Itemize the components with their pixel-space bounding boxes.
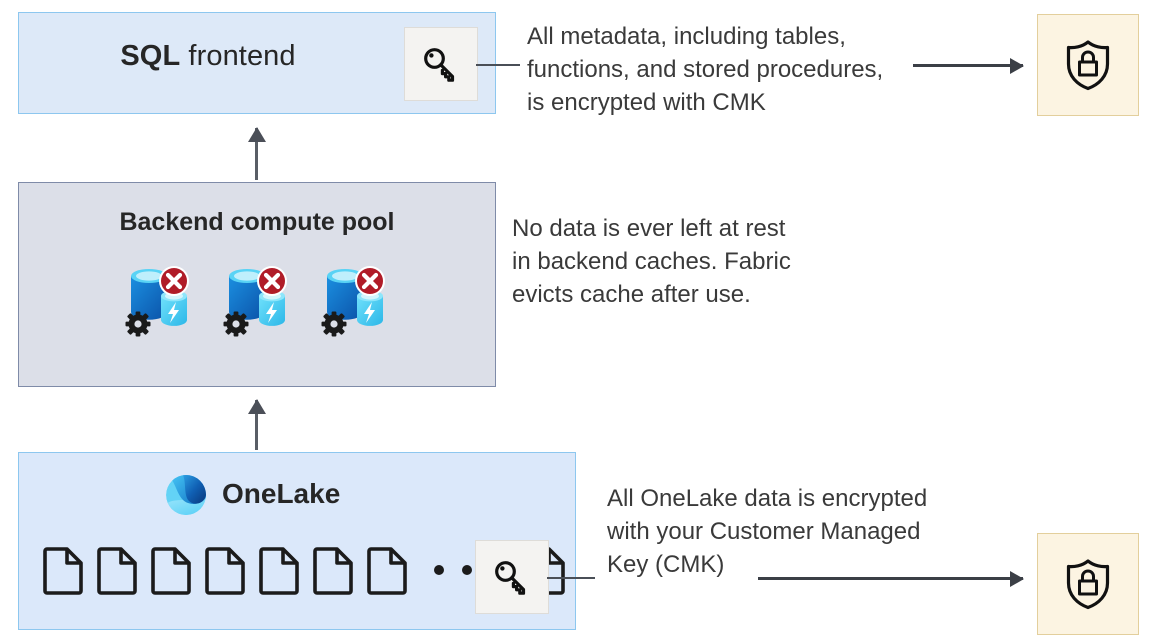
shield-lock-icon [1066, 559, 1110, 610]
key-icon [495, 561, 526, 595]
file-icon [97, 547, 137, 595]
ellipsis-dot [434, 565, 444, 575]
shield-lock-icon [1066, 40, 1110, 91]
file-icon [313, 547, 353, 595]
metadata-to-vault-arrow [913, 64, 1023, 67]
gear-icon [125, 311, 151, 337]
onelake-to-backend-arrow [255, 400, 258, 450]
onelake-logo-icon [166, 475, 206, 515]
onelake-key-box [475, 540, 549, 614]
key-vault-bottom [1037, 533, 1139, 635]
database-compute-icon [223, 266, 287, 337]
compute-node [319, 262, 391, 338]
red-x-badge [355, 266, 385, 296]
database-compute-icon [321, 266, 385, 337]
sql-frontend-key-box [404, 27, 478, 101]
backend-cache-note: No data is ever left at rest in backend … [512, 215, 791, 308]
onelake-key-connector-line [547, 577, 595, 579]
file-icon [205, 547, 245, 595]
onelake-title-group: OneLake [163, 470, 340, 518]
backend-to-sql-arrow [255, 128, 258, 180]
sql-key-connector-line [476, 64, 520, 66]
key-vault-top [1037, 14, 1139, 116]
key-hole-dot [500, 566, 505, 571]
file-icon [367, 547, 407, 595]
onelake-cmk-note: All OneLake data is encrypted with your … [607, 485, 928, 578]
gear-icon [223, 311, 249, 337]
key-hole-dot [429, 53, 434, 58]
file-icon [259, 547, 299, 595]
sql-frontend-title: SQL frontend [18, 40, 398, 73]
onelake-title: OneLake [222, 478, 341, 509]
red-x-badge [159, 266, 189, 296]
metadata-cmk-note: All metadata, including tables, function… [527, 23, 884, 116]
key-icon [424, 48, 455, 82]
compute-node [123, 262, 195, 338]
file-icon [151, 547, 191, 595]
gear-icon [321, 311, 347, 337]
sql-frontend-title-bold: SQL [120, 40, 181, 72]
file-icon [43, 547, 83, 595]
onelake-to-vault-arrow [758, 577, 1023, 580]
database-compute-icon [125, 266, 189, 337]
sql-frontend-title-rest: frontend [180, 40, 296, 72]
ellipsis-dot [462, 565, 472, 575]
red-x-badge [257, 266, 287, 296]
backend-compute-pool-title: Backend compute pool [119, 208, 395, 236]
compute-node [221, 262, 293, 338]
compute-nodes-row [18, 262, 496, 338]
